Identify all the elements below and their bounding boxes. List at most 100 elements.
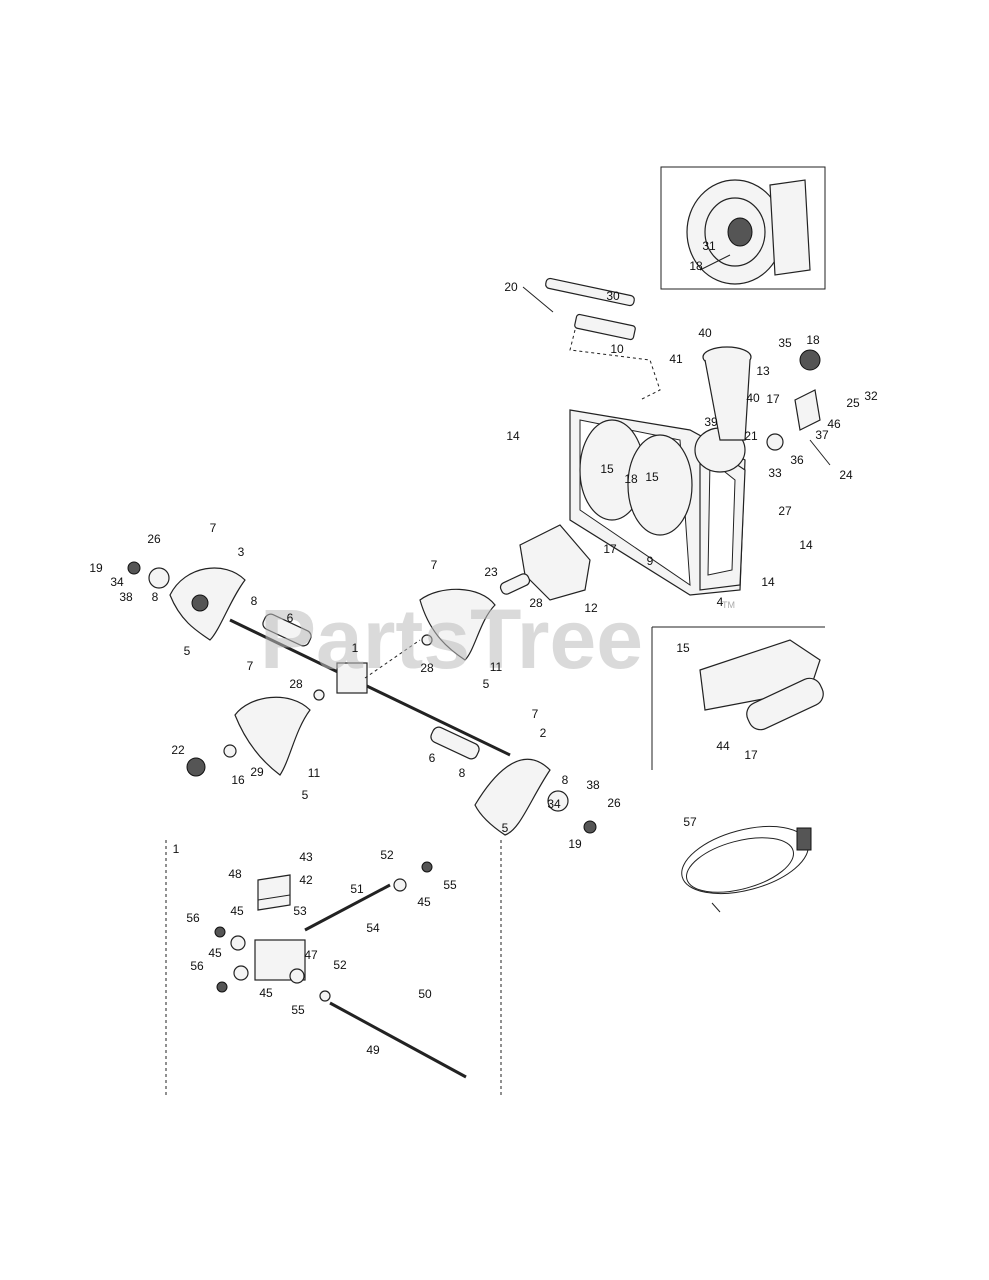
part-callout: 1	[352, 641, 359, 655]
watermark: PartsTree	[260, 592, 643, 686]
part-callout: 22	[171, 743, 185, 757]
part-callout: 45	[208, 946, 222, 960]
part-callout: 11	[490, 660, 503, 674]
part-callout: 2	[540, 726, 547, 740]
part-callout: 7	[210, 521, 217, 535]
part-callout: 7	[247, 659, 254, 673]
part-callout: 5	[483, 677, 490, 691]
part-callout: 38	[586, 778, 600, 792]
part-callout: 15	[645, 470, 659, 484]
part-callout: 15	[600, 462, 614, 476]
part-callout: 25	[846, 396, 860, 410]
part-callout: 24	[839, 468, 853, 482]
part-callout: 14	[506, 429, 520, 443]
part-callout: 28	[420, 661, 434, 675]
part-callout: 55	[443, 878, 457, 892]
part-callout: 21	[744, 429, 758, 443]
part-callout: 7	[431, 558, 438, 572]
part-callout: 54	[366, 921, 380, 935]
gearbox-detail	[165, 840, 502, 1098]
part-callout: 44	[716, 739, 730, 753]
part-callout: 42	[299, 873, 313, 887]
part-callout: 41	[669, 352, 683, 366]
watermark-tm: TM	[722, 600, 735, 610]
part-callout: 40	[698, 326, 712, 340]
auger-blade-left-lower	[234, 696, 311, 776]
inset-skid-shoe	[651, 626, 825, 770]
part-callout: 18	[806, 333, 820, 347]
auger-blade-right-upper	[419, 588, 496, 661]
chute-and-bracket	[702, 346, 831, 466]
part-callout: 36	[790, 453, 804, 467]
part-callout: 27	[778, 504, 792, 518]
part-callout: 49	[366, 1043, 380, 1057]
part-callout: 55	[291, 1003, 305, 1017]
part-callout: 12	[584, 601, 598, 615]
hardware-fasteners	[127, 561, 597, 834]
part-callout: 53	[293, 904, 307, 918]
part-callout: 17	[766, 392, 780, 406]
part-callout: 46	[827, 417, 841, 431]
part-callout: 5	[302, 788, 309, 802]
part-callout: 38	[119, 590, 133, 604]
part-callout: 8	[562, 773, 569, 787]
part-callout: 3	[238, 545, 245, 559]
part-callout: 7	[532, 707, 539, 721]
part-callout: 28	[529, 596, 543, 610]
gearbox-bracket	[499, 524, 591, 601]
auger-housing	[569, 409, 746, 596]
part-callout: 5	[184, 644, 191, 658]
part-callout: 32	[864, 389, 878, 403]
part-callout: 30	[606, 289, 620, 303]
auger-shaft	[229, 613, 511, 760]
part-callout: 19	[568, 837, 582, 851]
part-callout: 45	[417, 895, 431, 909]
part-callout: 45	[259, 986, 273, 1000]
part-callout: 5	[502, 821, 509, 835]
part-callout: 40	[746, 391, 760, 405]
part-callout: 1	[173, 842, 180, 856]
part-callout: 20	[504, 280, 518, 294]
part-callout: 56	[190, 959, 204, 973]
part-callout: 52	[380, 848, 394, 862]
shaft-assembly-upper	[522, 277, 661, 401]
part-callout: 18	[689, 259, 703, 273]
part-callout: 34	[110, 575, 124, 589]
part-callout: 56	[186, 911, 200, 925]
part-callout: 10	[610, 342, 624, 356]
part-callout: 37	[815, 428, 829, 442]
part-callout: 47	[304, 948, 318, 962]
auger-blade-right-lower	[474, 758, 551, 836]
part-callout: 8	[152, 590, 159, 604]
part-callout: 14	[799, 538, 813, 552]
part-callout: 11	[308, 766, 321, 780]
part-callout: 26	[607, 796, 621, 810]
part-callout: 35	[778, 336, 792, 350]
part-callout: 14	[761, 575, 775, 589]
part-callout: 8	[459, 766, 466, 780]
part-callout: 19	[89, 561, 103, 575]
part-callout: 26	[147, 532, 161, 546]
inset-housing-detail	[660, 166, 826, 290]
part-callout: 33	[768, 466, 782, 480]
part-callout: 28	[289, 677, 303, 691]
part-callout: 50	[418, 987, 432, 1001]
part-callout: 52	[333, 958, 347, 972]
part-callout: 8	[251, 594, 258, 608]
part-callout: 4	[717, 595, 724, 609]
part-callout: 45	[230, 904, 244, 918]
extension-cord	[681, 825, 812, 913]
part-callout: 57	[683, 815, 697, 829]
part-callout: 16	[231, 773, 245, 787]
part-callout: 17	[744, 748, 758, 762]
part-callout: 15	[676, 641, 690, 655]
part-callout: 43	[299, 850, 313, 864]
part-callout: 31	[702, 239, 716, 253]
part-callout: 34	[547, 797, 561, 811]
part-callout: 17	[603, 542, 617, 556]
part-callout: 39	[704, 415, 718, 429]
part-callout: 9	[647, 554, 654, 568]
part-callout: 13	[756, 364, 770, 378]
